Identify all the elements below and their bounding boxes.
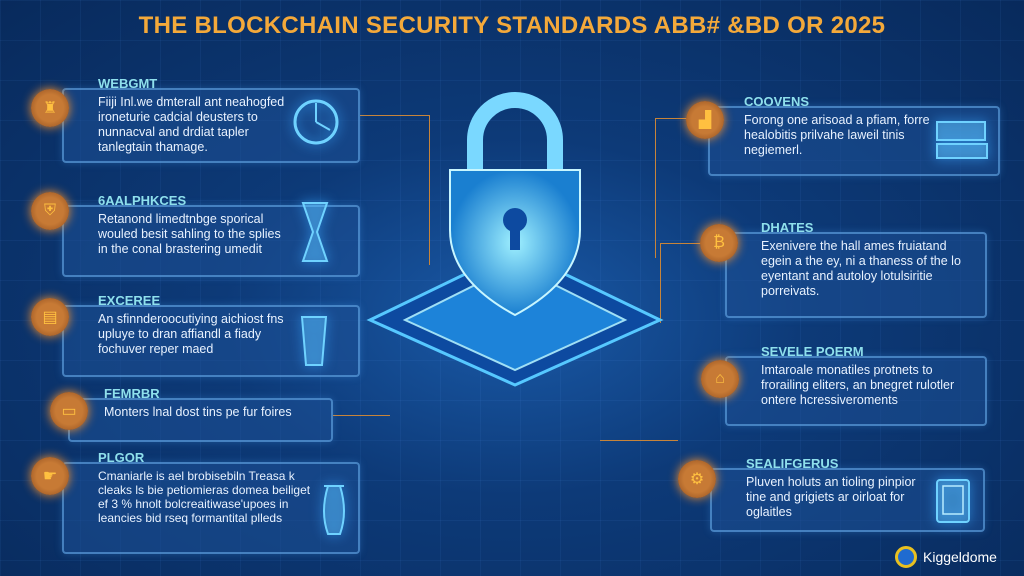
connector-line bbox=[600, 440, 678, 480]
panel-heading: SEALIFGERUS bbox=[746, 456, 839, 471]
page-title: THE BLOCKCHAIN SECURITY STANDARDS ABB# &… bbox=[138, 12, 886, 39]
chart-circle-icon bbox=[293, 99, 339, 145]
panel-text: An sfinnderoocutiying aichiost fns upluy… bbox=[98, 312, 284, 356]
lock-chip-illustration bbox=[366, 92, 664, 387]
card-icon: ▭ bbox=[50, 392, 88, 430]
panel-heading: SEVELE POERM bbox=[761, 344, 864, 359]
vase-icon bbox=[323, 485, 345, 535]
connector-line bbox=[655, 118, 705, 258]
right-panel-3: SEVELE POERM Imtaroale monatiles protnet… bbox=[725, 344, 987, 426]
laptop-icon bbox=[936, 121, 988, 159]
panel-text: Fiiji Inl.we dmterall ant neahogfed iron… bbox=[98, 95, 285, 154]
brand-logo: Kiggeldome bbox=[895, 546, 997, 568]
panel-heading: EXCEREE bbox=[98, 293, 161, 308]
left-panel-4: FEMRBR Monters lnal dost tins pe fur foi… bbox=[68, 386, 333, 442]
connector-line bbox=[333, 415, 390, 416]
hand-icon: ☛ bbox=[31, 457, 69, 495]
bitcoin-icon: ₿ bbox=[700, 224, 738, 262]
panel-text: Imtaroale monatiles protnets to froraili… bbox=[761, 363, 955, 407]
connector-line bbox=[660, 243, 715, 323]
panel-heading: FEMRBR bbox=[104, 386, 160, 401]
glass-icon bbox=[300, 316, 328, 366]
panel-text: Retanond limedtnbge sporical wouled besi… bbox=[98, 212, 281, 256]
chip-top bbox=[402, 263, 628, 372]
panel-text: Cmaniarle is ael brobisebiln Treasa k cl… bbox=[98, 469, 311, 525]
hourglass-icon bbox=[301, 202, 329, 262]
left-panel-2: 6AALPHKCES Retanond limedtnbge sporical … bbox=[62, 193, 360, 277]
lock-shackle bbox=[467, 92, 563, 170]
left-panel-5: PLGOR Cmaniarle is ael brobisebiln Treas… bbox=[62, 450, 360, 554]
trophy-icon: ♜ bbox=[31, 89, 69, 127]
panel-text: Forong one arisoad a pfiam, forre healob… bbox=[744, 113, 930, 157]
panel-heading: 6AALPHKCES bbox=[98, 193, 187, 208]
building-icon: ▟ bbox=[686, 101, 724, 139]
panel-text: Exenivere the hall ames fruiatand egein … bbox=[761, 239, 961, 298]
logo-icon bbox=[895, 546, 917, 568]
panel-text: Pluven holuts an tioling pinpior tine an… bbox=[746, 475, 916, 519]
panel-text: Monters lnal dost tins pe fur foires bbox=[104, 405, 292, 419]
tablet-icon bbox=[936, 479, 970, 523]
shield-icon: ⛨ bbox=[31, 192, 69, 230]
bank-icon: ⌂ bbox=[701, 360, 739, 398]
panel-heading: WEBGMT bbox=[98, 76, 158, 91]
connector-line bbox=[360, 115, 430, 265]
gear-icon: ⚙ bbox=[678, 460, 716, 498]
panel-heading: DHATES bbox=[761, 220, 814, 235]
logo-text: Kiggeldome bbox=[923, 549, 997, 565]
right-panel-2: DHATES Exenivere the hall ames fruiatand… bbox=[725, 220, 987, 318]
panel-heading: COOVENS bbox=[744, 94, 810, 109]
panel-heading: PLGOR bbox=[98, 450, 145, 465]
document-icon: ▤ bbox=[31, 298, 69, 336]
